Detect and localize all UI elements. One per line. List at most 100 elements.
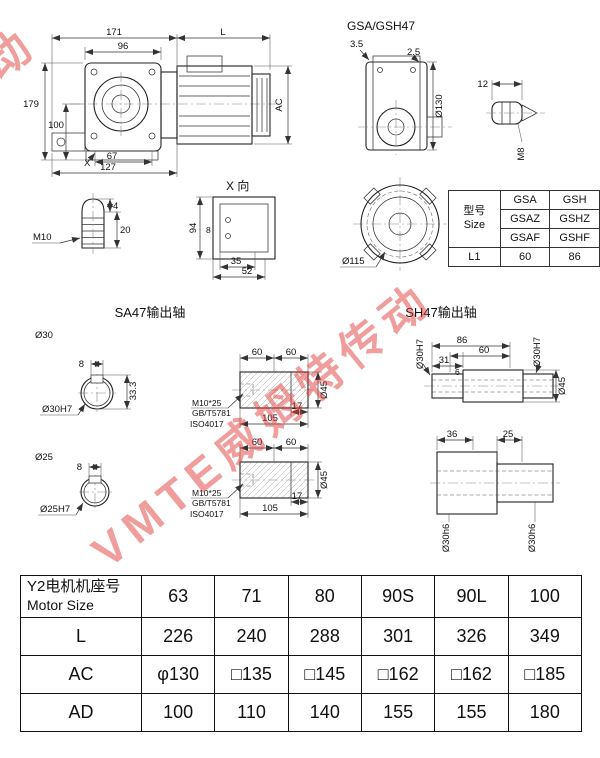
shaft1-dim-45: Ø45 (319, 381, 330, 399)
table-cell: 349 (507, 617, 583, 656)
row-header: AD (20, 693, 142, 732)
technical-drawing: 171 L 96 179 100 AC X 67 127 GSA/GSH47 (23, 19, 568, 552)
shaft2-std1: GB/T5781 (192, 498, 231, 508)
model-label: GSA/GSH47 (347, 19, 415, 33)
row-header: AC (20, 655, 142, 694)
sh47-title: SH47输出轴 (405, 305, 477, 320)
label-X: X (84, 158, 91, 169)
side-view: GSA/GSH47 3.5 2.5 Ø130 12 M8 (347, 19, 545, 161)
m10-plug-detail: 4 20 M10 (32, 193, 131, 254)
table-cell: 155 (434, 693, 509, 732)
sh47-dim-36: 36 (447, 429, 458, 440)
sa47-section: SA47输出轴 Ø30 8 33.3 Ø30H7 Ø25 8 Ø25H7 (35, 305, 330, 519)
shaft2-dim-17: 17 (292, 491, 303, 502)
shaft1-dim-60a: 60 (252, 347, 263, 358)
table-cell: □162 (434, 655, 509, 694)
shaft1-thread: M10*25 (192, 398, 222, 408)
shaft1-std2: ISO4017 (190, 419, 224, 429)
sh47-dim-60: 60 (479, 345, 490, 356)
dim-171: 171 (106, 27, 122, 38)
sh47-bore-right: Ø30H7 (532, 337, 543, 367)
sh47-dim-31: 31 (439, 355, 450, 366)
sa47-title: SA47输出轴 (115, 305, 186, 320)
table-row: AD 100 110 140 155 155 180 (20, 693, 583, 732)
table-cell: GSAF (499, 228, 551, 248)
flange-view: Ø115 (340, 177, 447, 271)
dim-3_5: 3.5 (350, 39, 363, 50)
dim-52: 52 (242, 266, 253, 277)
table-cell: 288 (287, 617, 362, 656)
sec30-bore: Ø30H7 (42, 404, 72, 415)
table-cell: 71 (214, 575, 289, 618)
table-cell: φ130 (140, 655, 216, 694)
table-cell: □162 (360, 655, 436, 694)
table-cell: □135 (214, 655, 289, 694)
sh47-dim-86: 86 (457, 335, 468, 346)
table-row: Y2电机机座号 Motor Size 63 71 80 90S 90L 100 (20, 575, 583, 618)
dim-D130: Ø130 (434, 94, 445, 117)
table-row: L1 60 86 (448, 247, 600, 267)
table-cell: □145 (287, 655, 362, 694)
row-header-cn: Y2电机机座号 (27, 578, 121, 596)
table-cell: 86 (549, 247, 600, 267)
dim-4: 4 (113, 201, 118, 212)
sec30-label: Ø30 (35, 330, 53, 341)
dim-D115: Ø115 (342, 256, 365, 267)
dim-12: 12 (477, 79, 488, 90)
shaft1-dim-60b: 60 (286, 347, 297, 358)
shaft2-dim-45: Ø45 (319, 471, 330, 489)
dim-L: L (220, 27, 225, 38)
dim-20: 20 (120, 225, 131, 236)
front-view: 171 L 96 179 100 AC X 67 127 (23, 27, 292, 177)
shaft2-dim-105: 105 (262, 503, 278, 514)
table-cell: 110 (214, 693, 289, 732)
sh47-dim-6: 6 (455, 367, 460, 377)
sec25-label: Ø25 (35, 452, 53, 463)
table-cell: 301 (360, 617, 436, 656)
sh47-bore-left: Ø30H7 (415, 339, 426, 369)
table-row: 型号 Size GSA GSH (448, 190, 600, 248)
dim-67: 67 (107, 151, 118, 162)
table-cell: 100 (140, 693, 216, 732)
motor-dimension-table: Y2电机机座号 Motor Size 63 71 80 90S 90L 100 … (20, 575, 583, 732)
shaft2-dim-60b: 60 (286, 437, 297, 448)
table-cell: GSH (549, 190, 600, 210)
row-header: L (20, 617, 142, 656)
sh47-dim-45: Ø45 (557, 377, 568, 395)
sec25-dim-8: 8 (77, 462, 82, 473)
shaft2-thread: M10*25 (192, 488, 222, 498)
table-cell: 90S (360, 575, 436, 618)
table-cell: GSHF (549, 228, 600, 248)
sec30-dim-333: 33.3 (128, 382, 139, 401)
size-table-header: 型号 Size (448, 190, 501, 248)
table-cell: 60 (499, 247, 551, 267)
table-cell: L1 (448, 247, 501, 267)
dim-127: 127 (100, 162, 116, 173)
row-header-en: Motor Size (27, 597, 94, 614)
table-cell: 180 (507, 693, 583, 732)
shaft1-dim-105: 105 (262, 413, 278, 424)
sec30-dim-8: 8 (79, 359, 84, 370)
label-M10: M10 (33, 232, 51, 243)
table-cell: □185 (507, 655, 583, 694)
x-view-title: X 向 (226, 178, 249, 193)
shaft1-dim-17: 17 (292, 401, 303, 412)
shaft1-std1: GB/T5781 (192, 408, 231, 418)
sh47-section: SH47输出轴 86 60 31 6 Ø30H7 Ø30H7 Ø45 (405, 305, 568, 552)
size-table-title-cn: 型号 (463, 205, 486, 218)
table-cell: 155 (360, 693, 436, 732)
table-cell: 90L (434, 575, 509, 618)
table-cell: GSHZ (549, 209, 600, 229)
sh47-dim-25: 25 (503, 429, 514, 440)
model-size-table: 型号 Size GSA GSH GSAZ GSHZ GSAF GSHF L1 6… (448, 190, 600, 267)
table-cell: 80 (287, 575, 362, 618)
dim-2_5: 2.5 (407, 47, 420, 58)
table-row: L 226 240 288 301 326 349 (20, 617, 583, 656)
table-cell: 63 (140, 575, 216, 618)
table-cell: 240 (214, 617, 289, 656)
size-table-title-en: Size (463, 219, 486, 231)
dim-179: 179 (23, 99, 39, 110)
table-cell: 140 (287, 693, 362, 732)
sec25-bore: Ø25H7 (40, 504, 70, 515)
